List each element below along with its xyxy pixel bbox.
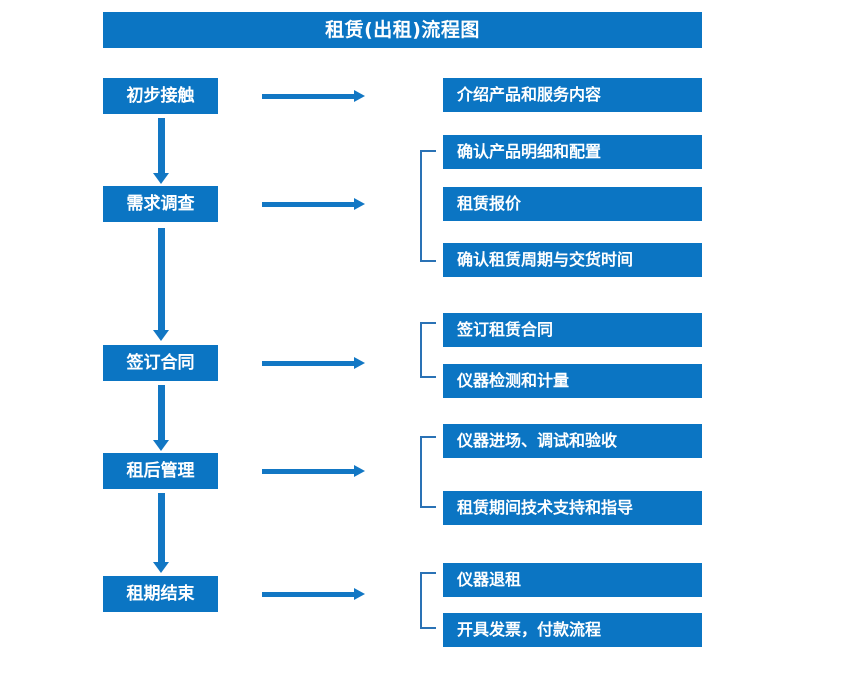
stage-label-1: 初步接触 — [126, 85, 195, 106]
detail-box-5[interactable]: 签订租赁合同 — [443, 313, 702, 347]
right-arrow-icon-2 — [262, 198, 365, 210]
stage-label-5: 租期结束 — [126, 583, 195, 604]
detail-box-3[interactable]: 租赁报价 — [443, 187, 702, 221]
detail-label-2: 确认产品明细和配置 — [457, 142, 602, 161]
chart-title-bar: 租赁(出租)流程图 — [103, 12, 702, 48]
detail-box-4[interactable]: 确认租赁周期与交货时间 — [443, 243, 702, 277]
stage-label-2: 需求调查 — [126, 193, 195, 214]
detail-box-6[interactable]: 仪器检测和计量 — [443, 364, 702, 398]
detail-label-9: 仪器退租 — [457, 570, 522, 589]
right-arrow-icon-4 — [262, 465, 365, 477]
detail-box-2[interactable]: 确认产品明细和配置 — [443, 135, 702, 169]
group-bracket-2 — [420, 322, 436, 378]
stage-box-1[interactable]: 初步接触 — [103, 78, 218, 114]
detail-label-1: 介绍产品和服务内容 — [457, 85, 602, 104]
right-arrow-icon-3 — [262, 357, 365, 369]
stage-box-3[interactable]: 签订合同 — [103, 345, 218, 381]
chart-title: 租赁(出租)流程图 — [325, 18, 480, 41]
detail-box-7[interactable]: 仪器进场、调试和验收 — [443, 424, 702, 458]
detail-label-8: 租赁期间技术支持和指导 — [457, 498, 634, 517]
down-arrow-icon-1 — [153, 118, 169, 184]
detail-label-5: 签订租赁合同 — [457, 320, 554, 339]
down-arrow-icon-4 — [153, 493, 169, 573]
down-arrow-icon-2 — [153, 228, 169, 341]
stage-box-4[interactable]: 租后管理 — [103, 453, 218, 489]
detail-label-10: 开具发票，付款流程 — [457, 620, 602, 639]
stage-box-5[interactable]: 租期结束 — [103, 576, 218, 612]
group-bracket-1 — [420, 150, 436, 262]
stage-label-3: 签订合同 — [126, 352, 195, 373]
detail-label-7: 仪器进场、调试和验收 — [457, 431, 618, 450]
detail-box-8[interactable]: 租赁期间技术支持和指导 — [443, 491, 702, 525]
detail-box-9[interactable]: 仪器退租 — [443, 563, 702, 597]
group-bracket-4 — [420, 572, 436, 629]
group-bracket-3 — [420, 436, 436, 508]
right-arrow-icon-5 — [262, 588, 365, 600]
stage-label-4: 租后管理 — [126, 460, 195, 481]
detail-label-4: 确认租赁周期与交货时间 — [457, 250, 634, 269]
down-arrow-icon-3 — [153, 385, 169, 451]
detail-label-3: 租赁报价 — [457, 194, 522, 213]
right-arrow-icon-1 — [262, 90, 365, 102]
detail-box-1[interactable]: 介绍产品和服务内容 — [443, 78, 702, 112]
stage-box-2[interactable]: 需求调查 — [103, 186, 218, 222]
detail-label-6: 仪器检测和计量 — [457, 371, 570, 390]
detail-box-10[interactable]: 开具发票，付款流程 — [443, 613, 702, 647]
